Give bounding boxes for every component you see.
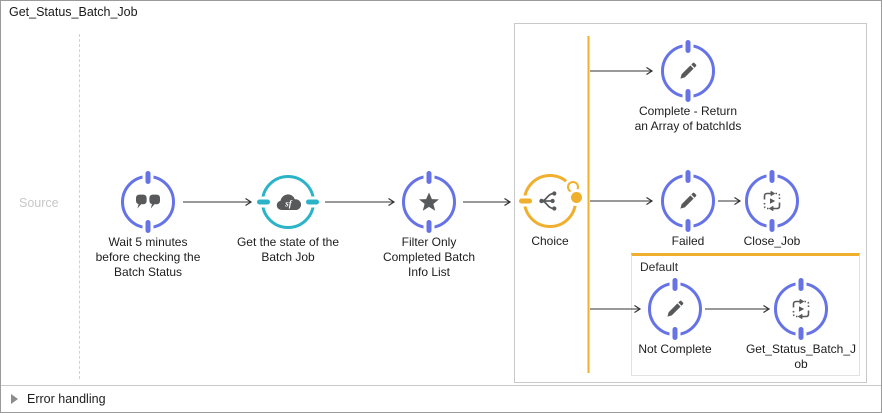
node-circle[interactable]: sf [257, 175, 319, 229]
expand-arrow-icon[interactable] [11, 394, 18, 404]
node-label: Failed [671, 234, 705, 248]
node-label: Filter Only Completed Batch Info List [382, 235, 476, 279]
outbound-port [306, 199, 319, 205]
inbound-port [426, 171, 432, 184]
node-label: Close_Job [743, 234, 801, 248]
route-port-filled-icon [571, 192, 582, 203]
error-handling-section[interactable]: Error handling [1, 385, 881, 412]
choice-router-icon [539, 191, 557, 211]
outbound-port [685, 89, 691, 102]
salesforce-cloud-icon: sf [276, 193, 302, 210]
pencil-icon [667, 300, 684, 317]
flow-node-not-complete[interactable]: Not Complete [625, 278, 725, 357]
flow-reference-icon [763, 190, 781, 212]
outbound-port [426, 220, 432, 233]
node-circle[interactable] [745, 170, 799, 232]
quotes-icon [136, 194, 160, 209]
inbound-port [257, 199, 270, 205]
inbound-port [685, 170, 691, 183]
pencil-icon [680, 62, 697, 79]
node-label: Get_Status_Batch_Job [745, 342, 857, 371]
node-circle[interactable] [774, 278, 828, 340]
flow-reference-icon [792, 298, 810, 320]
node-label: Choice [531, 234, 569, 248]
flow-node-failed[interactable]: Failed [643, 170, 733, 249]
flow-title: Get_Status_Batch_Job [9, 5, 138, 19]
node-circle[interactable] [661, 40, 715, 102]
inbound-port [672, 278, 678, 291]
inbound-port [685, 40, 691, 53]
node-circle[interactable] [121, 171, 175, 233]
source-lane-label: Source [19, 196, 59, 210]
flow-node-get-status-flow-ref[interactable]: Get_Status_Batch_Job [745, 278, 857, 372]
flow-node-filter[interactable]: Filter Only Completed Batch Info List [376, 171, 482, 280]
star-icon [419, 192, 439, 211]
outbound-port [685, 219, 691, 232]
flow-node-get-state[interactable]: sf Get the state of the Batch Job [236, 175, 340, 265]
flow-node-close-job[interactable]: Close_Job [727, 170, 817, 249]
choice-scope-box [514, 23, 867, 383]
outbound-port [769, 219, 775, 232]
inbound-port [145, 171, 151, 184]
error-handling-label: Error handling [27, 392, 106, 406]
inbound-port [798, 278, 804, 291]
flow-node-choice[interactable]: Choice [510, 174, 590, 249]
flow-node-complete[interactable]: Complete - Return an Array of batchIds [632, 40, 744, 134]
outbound-port [145, 220, 151, 233]
node-label: Complete - Return an Array of batchIds [634, 104, 742, 133]
node-label: Wait 5 minutes before checking the Batch… [95, 235, 201, 279]
node-circle[interactable] [661, 170, 715, 232]
node-label: Get the state of the Batch Job [236, 235, 340, 264]
pencil-icon [680, 192, 697, 209]
inbound-port [769, 170, 775, 183]
node-circle[interactable] [402, 171, 456, 233]
flow-node-wait[interactable]: Wait 5 minutes before checking the Batch… [94, 171, 202, 280]
outbound-port [798, 327, 804, 340]
source-lane-divider [79, 34, 80, 379]
node-label: Not Complete [638, 342, 712, 356]
outbound-port [672, 327, 678, 340]
svg-text:sf: sf [284, 198, 292, 208]
default-route-label: Default [640, 260, 679, 274]
node-circle[interactable] [648, 278, 702, 340]
node-circle[interactable] [519, 174, 582, 228]
inbound-port [519, 198, 532, 204]
